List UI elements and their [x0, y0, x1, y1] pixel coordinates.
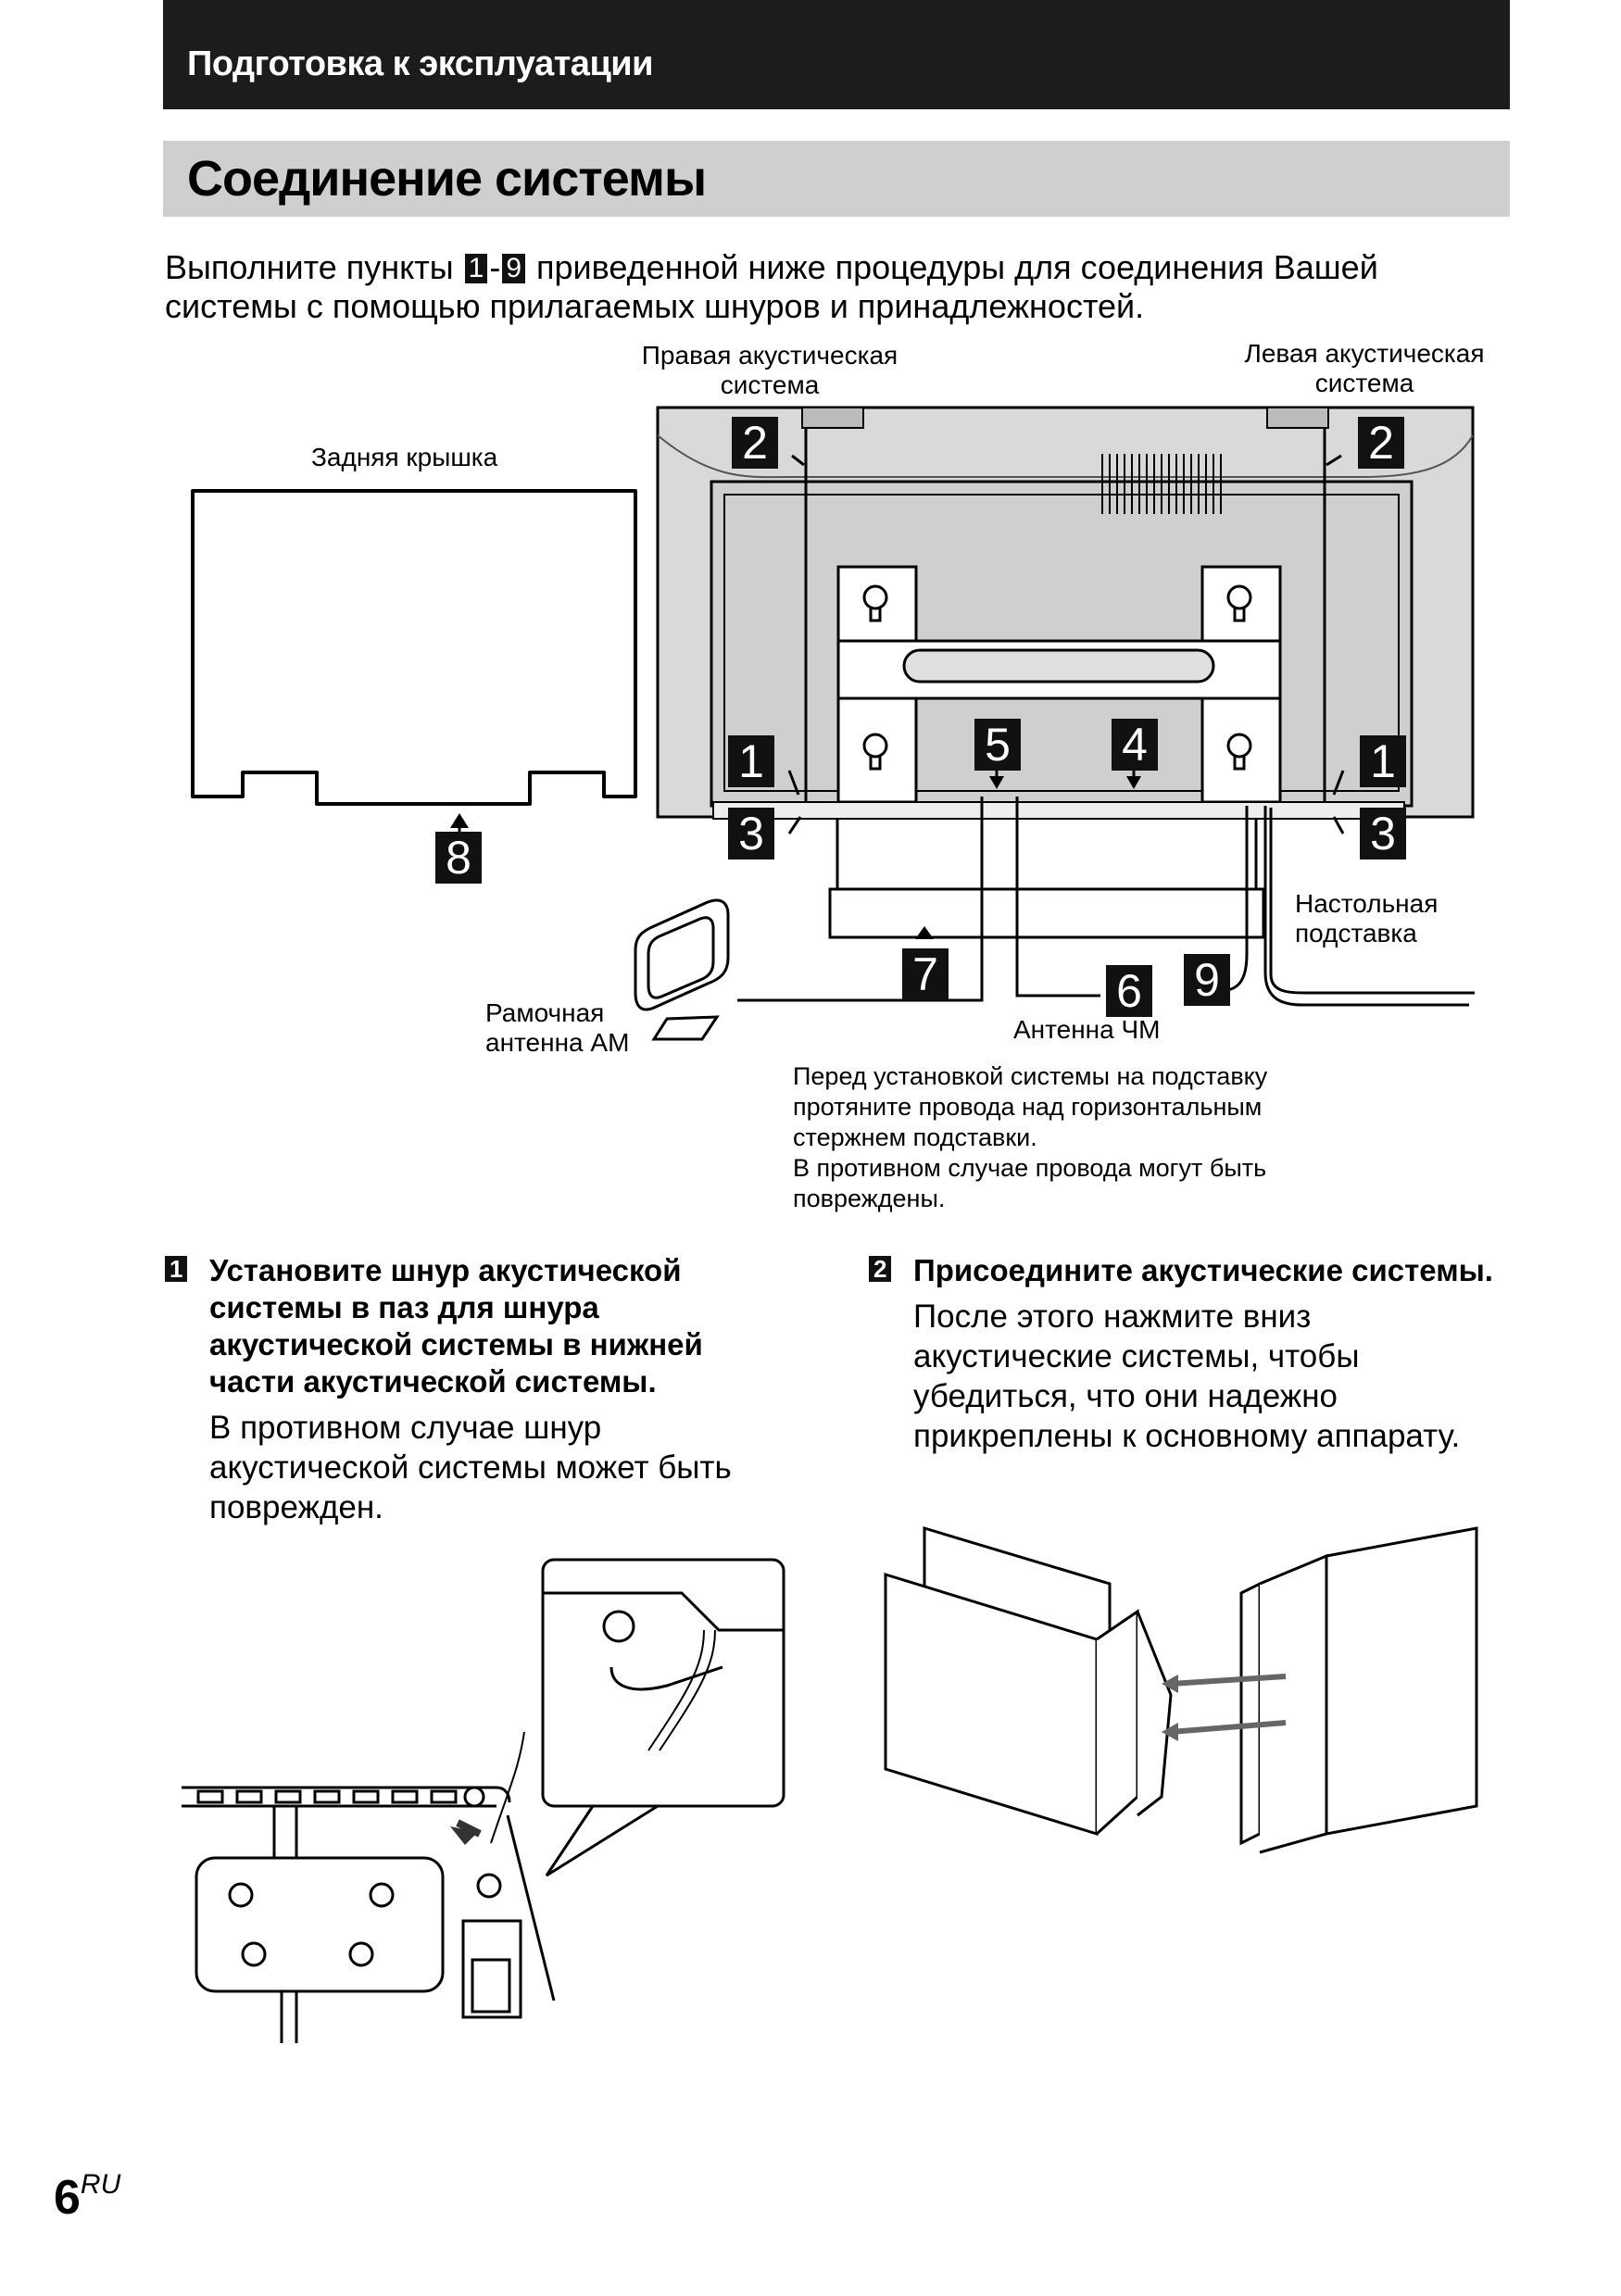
label-am-antenna: Рамочная антенна AM: [485, 998, 630, 1057]
callout-2-left: 2: [1368, 417, 1394, 469]
page-number-suffix: RU: [80, 2169, 121, 2200]
intro-paragraph: Выполните пункты 1-9 приведенной ниже пр…: [165, 248, 1499, 326]
step-1-heading: Установите шнур акустической системы в п…: [209, 1253, 703, 1399]
callout-5: 5: [985, 719, 1011, 771]
step-1-number: 1: [165, 1256, 188, 1282]
intro-text-after: приведенной ниже процедуры для соединени…: [165, 248, 1378, 325]
main-unit-shape: [656, 406, 1475, 819]
page-title: Соединение системы: [187, 151, 707, 207]
keyhole-slots: [862, 584, 1252, 771]
section-title: Подготовка к эксплуатации: [187, 44, 654, 83]
intro-dash: -: [489, 248, 501, 286]
callout-6: 6: [1116, 965, 1142, 1017]
callout-4: 4: [1122, 719, 1148, 771]
table-stand-shape: [828, 887, 1265, 939]
note-line: повреждены.: [793, 1185, 946, 1212]
step2-illustration: [884, 1525, 1478, 1854]
page-number-value: 6: [54, 2171, 81, 2225]
intro-step-from: 1: [464, 254, 488, 283]
note-line: Перед установкой системы на подставку: [793, 1062, 1268, 1090]
section-header: Подготовка к эксплуатации: [163, 0, 1510, 109]
note-line: стержнем подставки.: [793, 1123, 1037, 1151]
leader-arrows: [450, 776, 1141, 939]
intro-step-to: 9: [502, 254, 525, 283]
label-rear-cover: Задняя крышка: [311, 443, 498, 471]
step-2: 2 Присоедините акустические системы. Пос…: [869, 1252, 1499, 1456]
callout-7: 7: [912, 948, 938, 1000]
step-1: 1 Установите шнур акустической системы в…: [165, 1252, 776, 1527]
callout-3-left: 3: [1370, 808, 1396, 859]
title-bar: Соединение системы: [163, 141, 1510, 217]
vent-grille: [1101, 454, 1222, 514]
label-right-speaker: Правая акустическая система: [641, 341, 898, 399]
callout-3-right: 3: [738, 808, 764, 859]
callout-1-right: 1: [738, 735, 764, 787]
callout-1-left: 1: [1370, 735, 1396, 787]
step-2-number: 2: [869, 1256, 892, 1282]
mounting-bracket: [836, 565, 1282, 804]
intro-text-before: Выполните пункты: [165, 248, 454, 286]
callout-9: 9: [1194, 954, 1220, 1006]
callout-boxes: [435, 417, 1406, 1017]
step-1-body: В противном случае шнур акустической сис…: [209, 1410, 732, 1525]
callout-8: 8: [446, 832, 471, 884]
note-line: протяните провода над горизонтальным: [793, 1093, 1263, 1121]
step-2-body: После этого нажмите вниз акустические си…: [913, 1299, 1461, 1454]
rear-cover-shape: [191, 489, 637, 806]
label-table-stand: Настольная подставка: [1295, 889, 1439, 947]
page-number: 6RU: [54, 2169, 120, 2226]
callout-2-right: 2: [742, 417, 768, 469]
installation-note: Перед установкой системы на подставку пр…: [793, 1061, 1267, 1214]
step2-arrows: [1170, 1674, 1287, 1735]
label-fm-antenna: Антенна ЧМ: [1013, 1015, 1161, 1044]
step-2-heading: Присоедините акустические системы.: [913, 1253, 1493, 1287]
label-left-speaker: Левая акустическая система: [1244, 339, 1485, 397]
note-line: В противном случае провода могут быть: [793, 1154, 1267, 1182]
step1-illustration: [182, 1558, 785, 2043]
